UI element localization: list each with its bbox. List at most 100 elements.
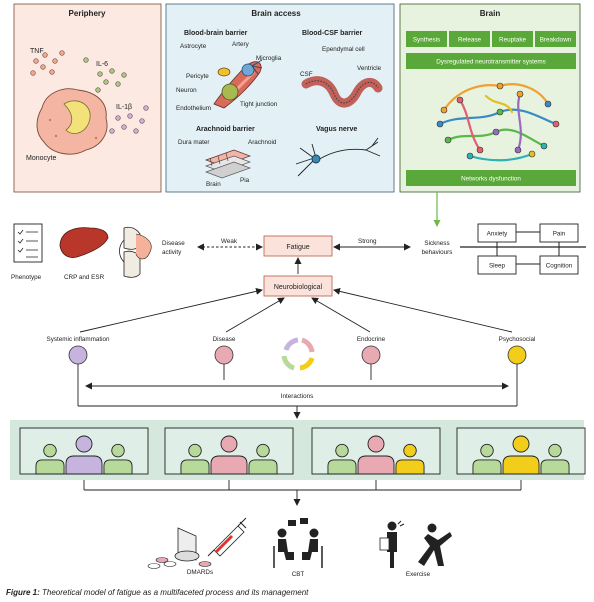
brain-access-panel: Brain access Blood-brain barrier Astrocy…	[165, 3, 395, 193]
bcsf-label-ependymal: Ependymal cell	[322, 46, 365, 53]
caption-text: Theoretical model of fatigue as a multif…	[39, 588, 309, 597]
brain-network-nodes	[436, 82, 560, 160]
fatigue-label: Fatigue	[286, 244, 309, 251]
brain-panel: Brain Synthesis Release Reuptake Breakdo…	[399, 3, 581, 193]
dysregulated-label: Dysregulated neurotransmitter systems	[436, 59, 546, 66]
symptom-anxiety: Anxiety	[487, 231, 509, 238]
vagus-neuron-illustration	[295, 137, 381, 177]
symptom-network: Anxiety Pain Sleep Cognition	[460, 223, 586, 275]
sickness-label-1: Sickness	[424, 240, 449, 247]
strong-label: Strong	[358, 238, 377, 245]
cytokine-tnf-label: TNF	[30, 48, 44, 55]
interactions-label-bg	[270, 390, 324, 401]
person-center-2	[210, 435, 248, 475]
cytokine-il1b-label: IL-1β	[116, 104, 132, 111]
periphery-panel: Periphery TNF IL-6 IL-1β Monocyte	[13, 3, 162, 193]
symptom-cognition: Cognition	[546, 263, 573, 270]
bbb-title: Blood-brain barrier	[184, 30, 248, 37]
neurotransmitter-steps: Synthesis Release Reuptake Breakdown	[406, 31, 576, 47]
monocyte-cell	[36, 88, 108, 155]
bbb-label-tight-junction: Tight junction	[240, 101, 278, 108]
figure-caption: Figure 1: Theoretical model of fatigue a…	[6, 588, 308, 597]
arachnoid-label-arachnoid: Arachnoid	[248, 139, 277, 146]
management-cbt-label: CBT	[292, 571, 305, 578]
person-left-4	[472, 443, 502, 475]
fatigue-box	[263, 235, 333, 257]
person-center-1	[65, 435, 103, 475]
person-center-4	[502, 435, 540, 475]
dysregulated-bar	[406, 53, 576, 69]
assessment-icons	[13, 223, 152, 278]
joint-icon	[119, 226, 152, 278]
factor-psychosocial: Psychosocial	[499, 336, 536, 406]
person-right-4	[540, 443, 570, 475]
factor-label-disease: Disease	[213, 336, 236, 343]
phenotype-label: Phenotype	[11, 274, 42, 281]
arachnoid-label-dura: Dura mater	[178, 139, 210, 146]
arachnoid-label-brain: Brain	[206, 181, 221, 188]
dmards-illustration	[147, 517, 247, 569]
bbb-label-microglia: Microglia	[256, 55, 282, 62]
bbb-label-endothelium: Endothelium	[176, 105, 211, 112]
arachnoid-title: Arachnoid barrier	[196, 126, 255, 133]
step-release: Release	[458, 37, 482, 44]
bcsf-label-csf: CSF	[300, 71, 313, 78]
person-left-2	[180, 443, 210, 475]
factor-label-endocrine: Endocrine	[357, 336, 386, 343]
step-breakdown: Breakdown	[540, 37, 572, 44]
disease-activity-label-1: Disease	[162, 240, 185, 247]
bcsf-label-ventricle: Ventricle	[357, 65, 382, 72]
bbb-label-neuron: Neuron	[176, 87, 197, 94]
cycle-icon	[281, 337, 315, 371]
monocyte-label: Monocyte	[26, 155, 56, 162]
person-center-3	[357, 435, 395, 475]
weak-label: Weak	[221, 238, 238, 245]
neurobiological-box	[263, 275, 333, 297]
symptom-cognition-box	[539, 255, 579, 275]
factor-arrows	[79, 287, 513, 333]
person-right-3	[395, 443, 425, 475]
disease-activity-label-2: activity	[162, 249, 182, 256]
person-left-1	[35, 443, 65, 475]
step-reuptake: Reuptake	[499, 37, 526, 44]
bbb-label-astrocyte: Astrocyte	[180, 43, 207, 50]
checklist-icon	[13, 223, 43, 263]
brain-title: Brain	[480, 9, 501, 18]
step-synthesis: Synthesis	[413, 37, 440, 44]
factor-label-systemic-inflammation: Systemic inflammation	[47, 336, 110, 343]
bbb-label-artery: Artery	[232, 41, 250, 48]
factor-disease: Disease	[213, 336, 236, 380]
brain-access-title: Brain access	[251, 9, 301, 18]
people-groups	[19, 427, 586, 475]
networks-bar	[406, 170, 576, 186]
choroid-plexus-illustration	[301, 76, 383, 108]
person-right-2	[248, 443, 278, 475]
cytokine-il6-label: IL-6	[96, 61, 108, 68]
management-dmards-label: DMARDs	[187, 569, 213, 576]
symptom-sleep: Sleep	[489, 263, 506, 270]
meninges-illustration	[204, 149, 252, 179]
bcsf-title: Blood-CSF barrier	[302, 30, 363, 37]
cbt-illustration	[273, 518, 323, 568]
caption-label: Figure 1:	[6, 588, 40, 597]
factor-label-psychosocial: Psychosocial	[499, 336, 536, 343]
crp-esr-label: CRP and ESR	[64, 274, 105, 281]
arachnoid-label-pia: Pia	[240, 177, 250, 184]
vagus-title: Vagus nerve	[316, 126, 357, 133]
symptom-pain: Pain	[553, 231, 566, 238]
factor-endocrine: Endocrine	[357, 336, 386, 380]
cytokine-dots	[30, 50, 149, 134]
periphery-title: Periphery	[69, 9, 106, 18]
bbb-label-pericyte: Pericyte	[186, 73, 209, 80]
networks-label: Networks dysfunction	[461, 176, 521, 183]
factor-systemic-inflammation: Systemic inflammation	[47, 336, 110, 406]
symptom-anxiety-box	[477, 223, 517, 243]
bbb-illustration	[213, 59, 263, 109]
management-exercise-label: Exercise	[406, 571, 431, 578]
interactions-label: Interactions	[281, 393, 314, 400]
exercise-illustration	[379, 520, 452, 568]
neurobiological-label: Neurobiological	[274, 284, 323, 291]
sickness-label-2: behaviours	[422, 249, 453, 256]
